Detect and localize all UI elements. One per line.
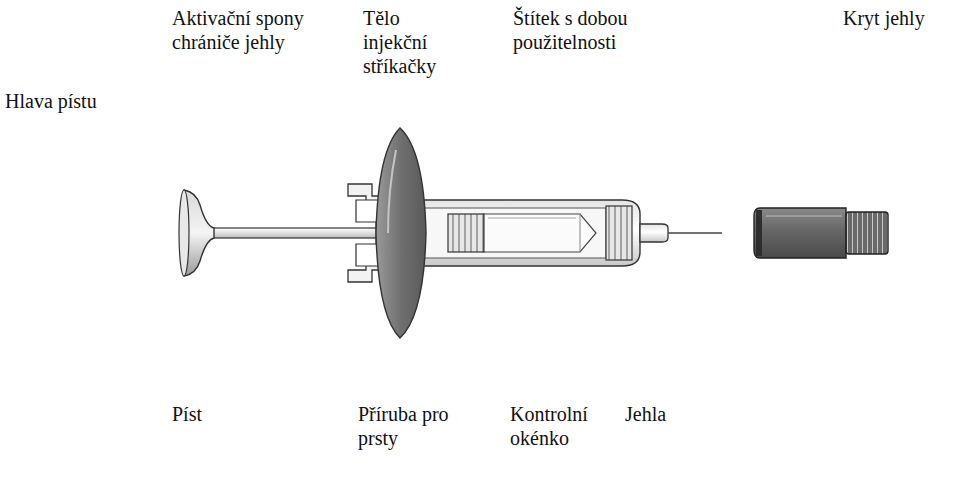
window-label: Kontrolní okénko [510,402,610,450]
plunger-head-label: Hlava pístu [5,89,145,113]
clip-label: Aktivační spony chrániče jehly [172,6,347,54]
body-label: Tělo injekční stříkačky [363,6,463,78]
plunger-label: Píst [172,402,252,426]
needle-label: Jehla [625,402,705,426]
flange-label: Příruba pro prsty [358,402,458,450]
cap-label: Kryt jehly [843,6,968,30]
expiry-label: Štítek s dobou použitelnosti [513,6,673,54]
